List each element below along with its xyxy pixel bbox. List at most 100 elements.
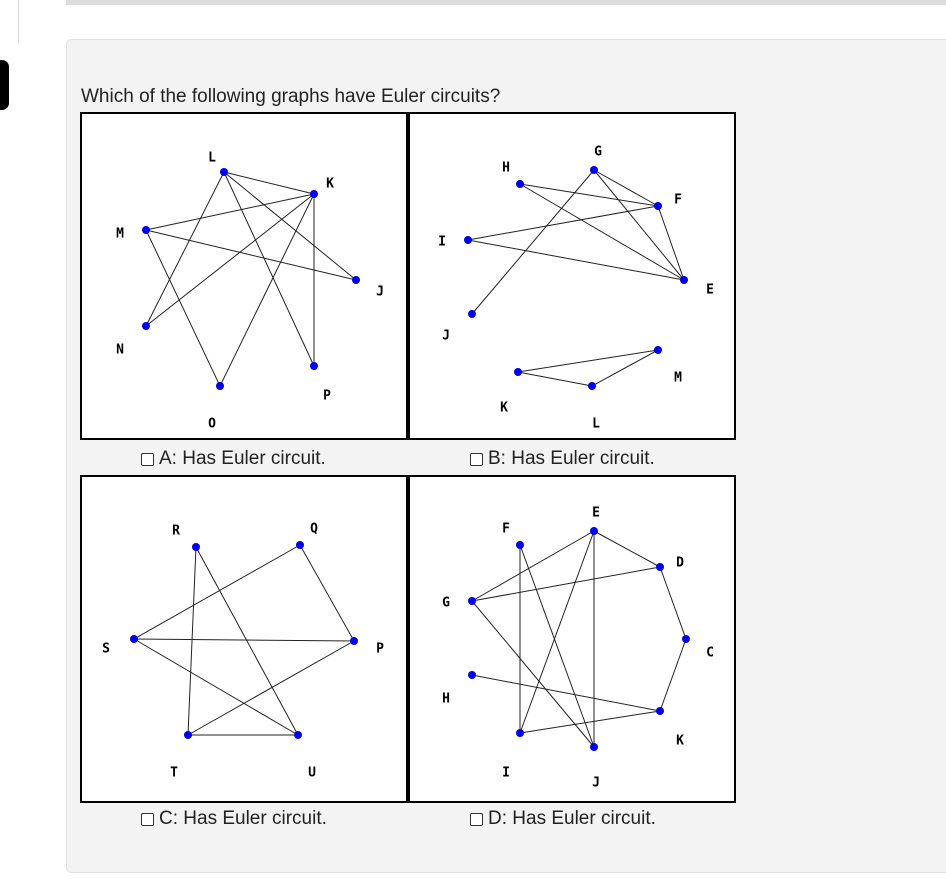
graph-d-edge-e-i bbox=[519, 530, 595, 734]
graph-c-label-s: S bbox=[102, 642, 110, 657]
graph-a-edge-m-o bbox=[145, 229, 221, 387]
graph-b-edge-g-f bbox=[593, 169, 659, 207]
graph-a-edge-k-o bbox=[219, 193, 315, 387]
option-a-label: A: Has Euler circuit. bbox=[159, 448, 326, 469]
graph-c-node-u bbox=[294, 731, 302, 739]
graph-d-node-g bbox=[468, 597, 476, 605]
question-text: Which of the following graphs have Euler… bbox=[81, 86, 501, 107]
graph-d-edge-g-d bbox=[471, 566, 661, 602]
graph-d-node-c bbox=[682, 635, 690, 643]
graph-b-label-g: G bbox=[594, 145, 602, 160]
graph-a-label-o: O bbox=[208, 417, 216, 432]
graph-b-node-h bbox=[516, 180, 524, 188]
graph-c-edge-q-s bbox=[133, 544, 301, 640]
graph-d-edge-e-d bbox=[593, 530, 661, 568]
graph-b-edge-h-f bbox=[519, 183, 659, 207]
graph-d-node-i bbox=[516, 729, 524, 737]
option-d[interactable]: D: Has Euler circuit. bbox=[470, 808, 656, 830]
graph-a-edge-l-p bbox=[223, 171, 315, 367]
graph-b-node-k bbox=[514, 368, 522, 376]
graph-c-edge-r-u bbox=[195, 546, 299, 736]
graph-d-label-d: D bbox=[676, 556, 684, 571]
graph-d-edge-h-k bbox=[471, 674, 661, 712]
option-a-checkbox[interactable] bbox=[141, 452, 154, 466]
side-tab[interactable] bbox=[0, 60, 9, 110]
graph-a-label-l: L bbox=[208, 151, 216, 166]
graph-a-node-p bbox=[310, 362, 318, 370]
graph-c-node-r bbox=[192, 543, 200, 551]
graph-a-label-k: K bbox=[326, 177, 334, 192]
option-d-checkbox[interactable] bbox=[470, 812, 483, 826]
graph-b: H G F I E J M K L bbox=[438, 145, 714, 432]
graph-c-edge-p-t bbox=[187, 640, 355, 736]
graph-a-edge-m-j bbox=[145, 229, 357, 281]
graph-b-edge-i-e bbox=[467, 239, 685, 281]
graph-b-node-i bbox=[464, 236, 472, 244]
graph-d-label-i: I bbox=[502, 766, 510, 781]
graph-a-edge-l-j bbox=[223, 171, 357, 281]
graph-d-label-c: C bbox=[706, 646, 714, 661]
option-b-checkbox[interactable] bbox=[470, 452, 483, 466]
graph-d-edge-e-g bbox=[471, 530, 595, 602]
graph-b-label-m: M bbox=[674, 371, 682, 386]
graph-d-edge-g-j bbox=[471, 600, 595, 748]
graph-c-label-r: R bbox=[172, 524, 180, 539]
top-divider bbox=[66, 0, 946, 5]
graph-d-label-g: G bbox=[442, 596, 450, 611]
graph-b-edge-h-e bbox=[519, 183, 685, 281]
option-d-label: D: Has Euler circuit. bbox=[488, 808, 656, 829]
graph-b-edge-k-l bbox=[517, 371, 593, 387]
graph-b-label-l: L bbox=[592, 417, 600, 432]
graph-b-edge-k-m bbox=[517, 349, 659, 373]
graph-b-edge-f-e bbox=[657, 205, 685, 281]
graph-a-edge-k-n bbox=[145, 193, 315, 327]
graph-b-label-e: E bbox=[706, 283, 714, 298]
graph-a-label-p: P bbox=[323, 389, 331, 404]
graph-d-node-f bbox=[516, 541, 524, 549]
graph-c-label-q: Q bbox=[310, 522, 318, 537]
graph-b-label-i: I bbox=[438, 235, 446, 250]
graph-d-edge-d-c bbox=[659, 566, 687, 640]
graph-b-node-j bbox=[468, 310, 476, 318]
graph-d-label-k: K bbox=[676, 734, 684, 749]
graph-a-node-o bbox=[216, 382, 224, 390]
graph-b-edge-f-i bbox=[467, 205, 659, 241]
graph-d-edge-f-j bbox=[519, 544, 595, 748]
graph-b-edge-g-e bbox=[593, 169, 685, 281]
graph-b-label-k: K bbox=[500, 401, 508, 416]
graph-d-edge-i-k bbox=[519, 710, 661, 734]
graph-c-label-t: T bbox=[170, 766, 178, 781]
graph-a-edge-l-k bbox=[223, 171, 315, 195]
graph-d-edge-c-k bbox=[659, 638, 687, 712]
graph-b-node-g bbox=[590, 166, 598, 174]
graph-c-label-u: U bbox=[308, 766, 316, 781]
graph-d-node-h bbox=[468, 671, 476, 679]
option-b-label: B: Has Euler circuit. bbox=[488, 448, 655, 469]
graph-d-node-e bbox=[590, 527, 598, 535]
graph-d-node-k bbox=[656, 707, 664, 715]
graph-b-node-l bbox=[588, 382, 596, 390]
graph-d-label-e: E bbox=[592, 506, 600, 521]
graph-a-node-k bbox=[310, 190, 318, 198]
graph-b-label-f: F bbox=[674, 193, 682, 208]
option-c[interactable]: C: Has Euler circuit. bbox=[141, 808, 327, 830]
graph-c-node-p bbox=[350, 637, 358, 645]
graph-a-label-m: M bbox=[116, 227, 124, 242]
option-a[interactable]: A: Has Euler circuit. bbox=[141, 448, 326, 470]
graph-c-node-t bbox=[184, 731, 192, 739]
option-c-checkbox[interactable] bbox=[141, 812, 154, 826]
option-b[interactable]: B: Has Euler circuit. bbox=[470, 448, 655, 470]
graph-b-node-m bbox=[654, 346, 662, 354]
graph-a-node-m bbox=[142, 226, 150, 234]
graph-b-edge-l-m bbox=[591, 349, 659, 387]
graph-b-label-j: J bbox=[442, 329, 450, 344]
graph-d-label-j: J bbox=[592, 776, 600, 791]
graph-d-node-j bbox=[590, 743, 598, 751]
graph-b-label-h: H bbox=[502, 161, 510, 176]
graph-c-edge-r-t bbox=[187, 546, 197, 736]
graph-a-label-n: N bbox=[116, 343, 124, 358]
